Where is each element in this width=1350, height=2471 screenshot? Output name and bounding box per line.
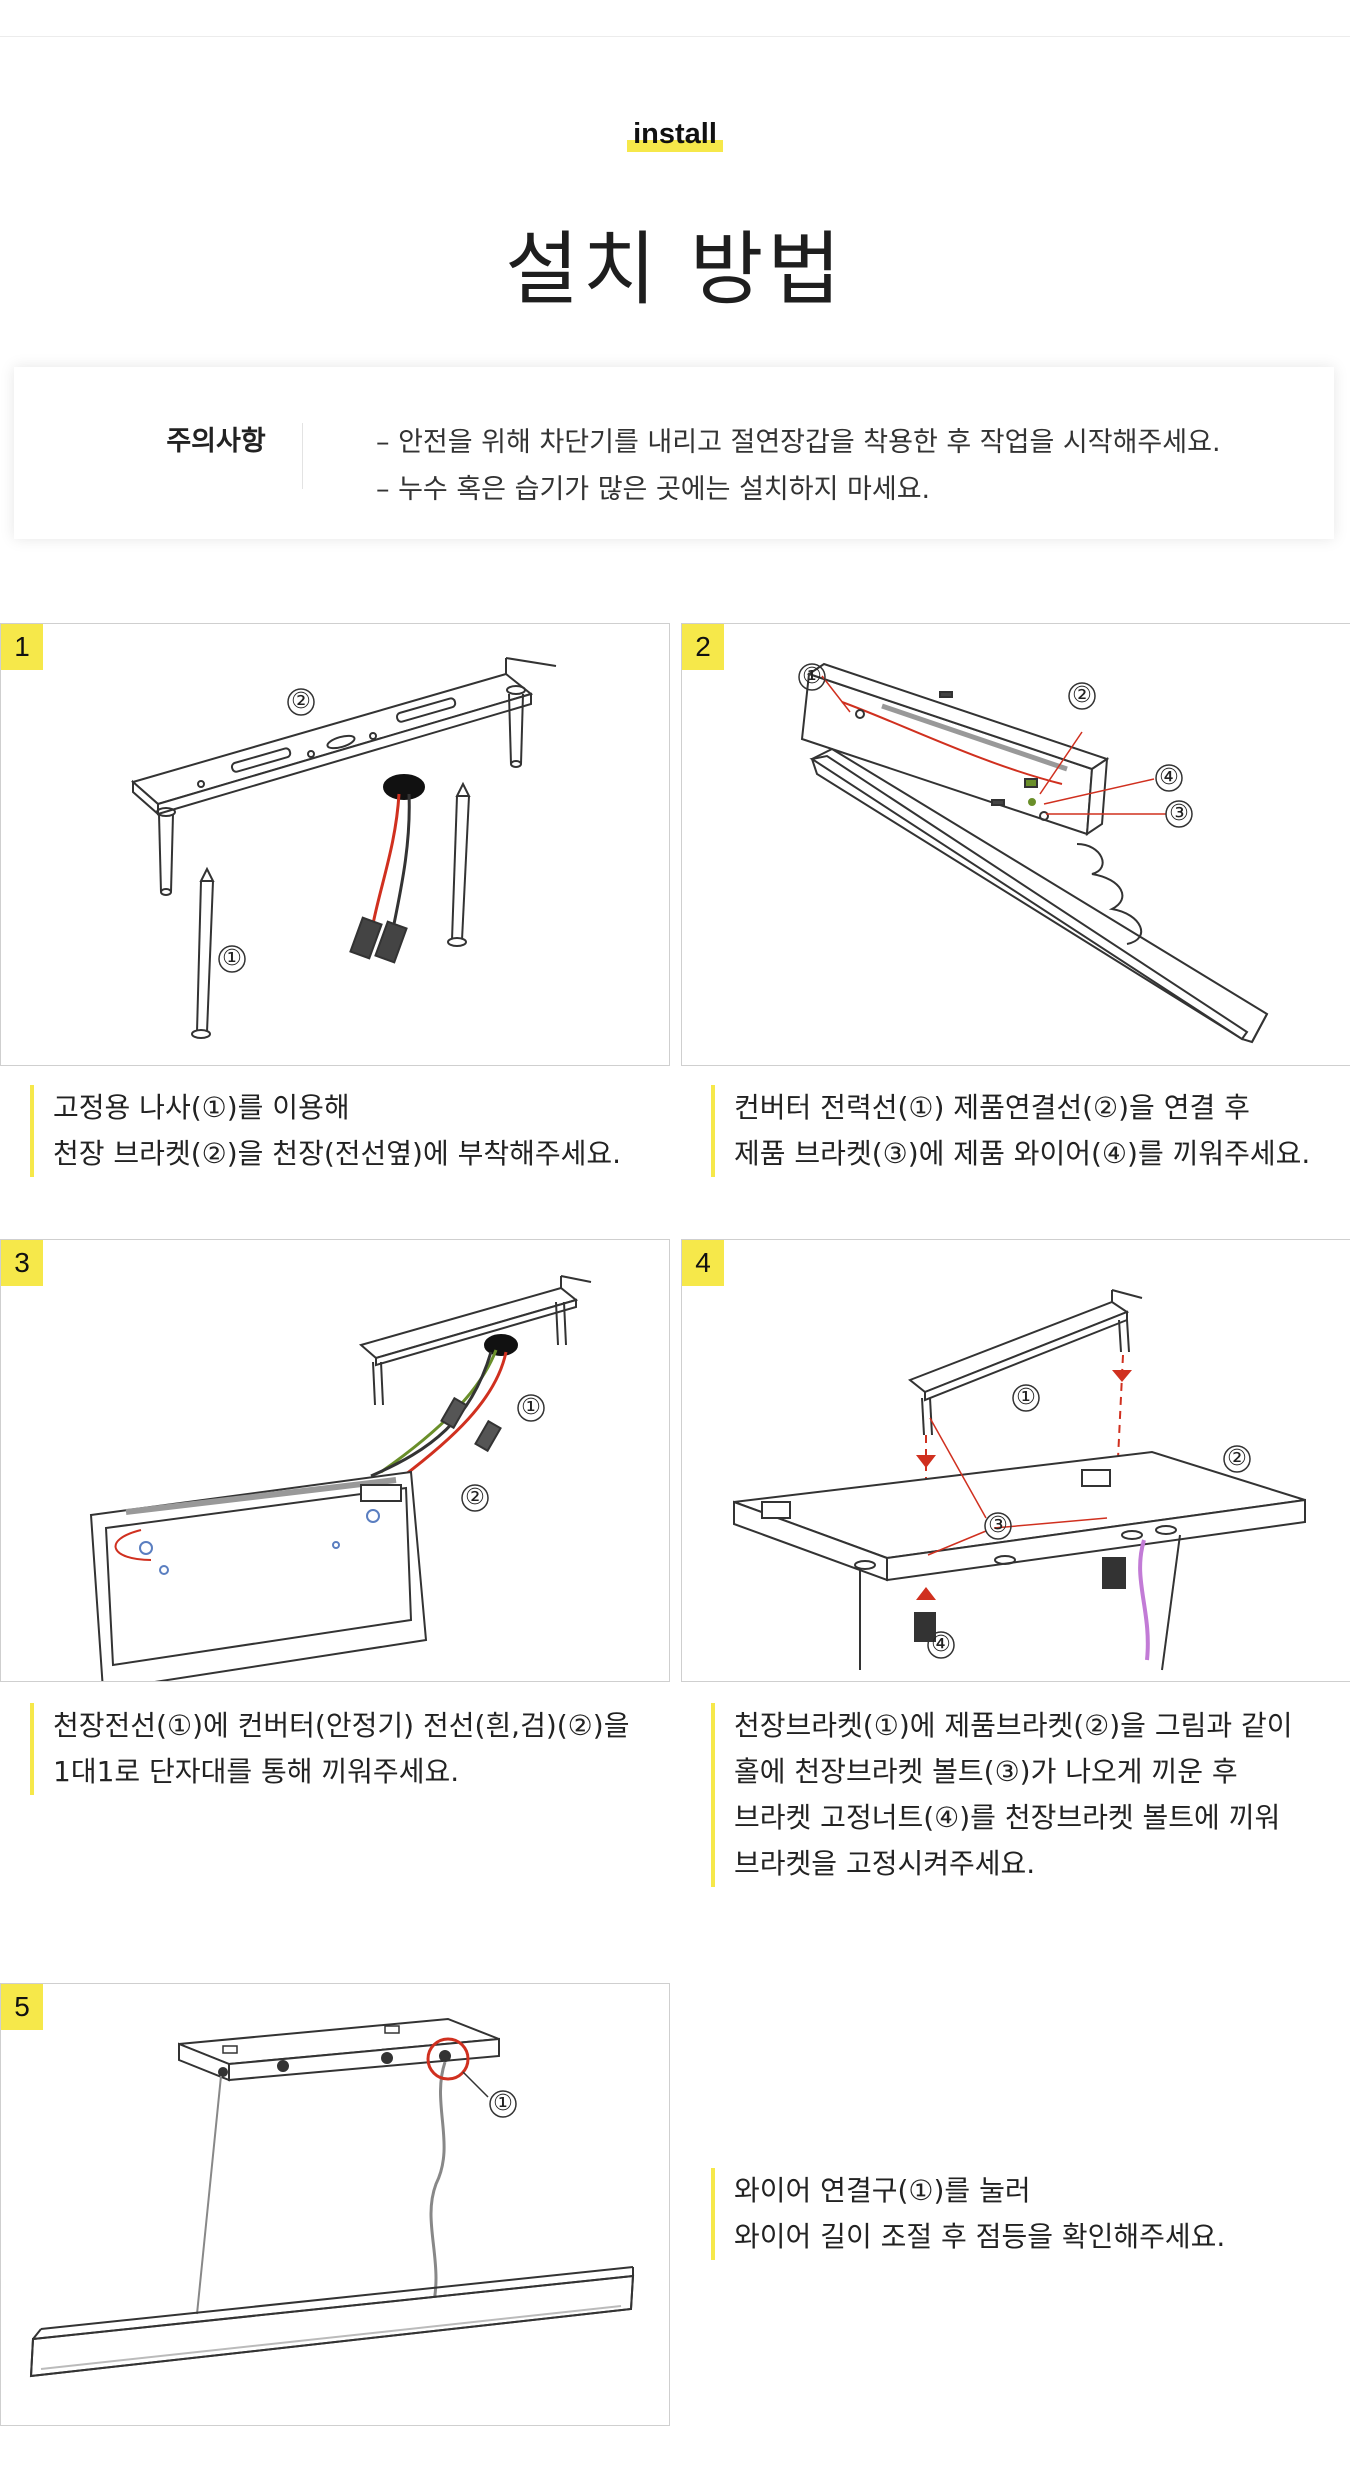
caption-line: 와이어 연결구(①)를 눌러 <box>734 2174 1031 2207</box>
step-4-caption: 천장브라켓(①)에 제품브라켓(②)을 그림과 같이 홀에 천장브라켓 볼트(③… <box>711 1703 1293 1887</box>
marker: ② <box>465 1485 485 1510</box>
marker: ④ <box>1159 765 1179 790</box>
marker: ① <box>493 2091 513 2116</box>
step-1-card: 1 ② ① <box>0 623 670 1066</box>
caption-line: 브라켓을 고정시켜주세요. <box>734 1847 1036 1880</box>
notice-box: 주의사항 – 안전을 위해 차단기를 내리고 절연장갑을 착용한 후 작업을 시… <box>14 367 1334 539</box>
step-4-card: 4 ① ② ③ ④ <box>681 1239 1350 1682</box>
step-2-caption: 컨버터 전력선(①) 제품연결선(②)을 연결 후 제품 브라켓(③)에 제품 … <box>711 1085 1310 1177</box>
step-3-card: 3 ① ② <box>0 1239 670 1682</box>
step-5-caption: 와이어 연결구(①)를 눌러 와이어 길이 조절 후 점등을 확인해주세요. <box>711 2168 1225 2260</box>
step-1-illustration <box>130 657 557 1039</box>
caption-line: 브라켓 고정너트(④)를 천장브라켓 볼트에 끼워 <box>734 1801 1281 1834</box>
marker: ① <box>802 664 822 689</box>
notice-line: – 누수 혹은 습기가 많은 곳에는 설치하지 마세요. <box>376 474 931 505</box>
step-number: 4 <box>682 1240 724 1286</box>
caption-line: 1대1로 단자대를 통해 끼워주세요. <box>53 1755 460 1788</box>
caption-line: 홀에 천장브라켓 볼트(③)가 나오게 끼운 후 <box>734 1755 1238 1788</box>
marker: ③ <box>1169 801 1189 826</box>
step-2-illustration <box>798 662 1269 1044</box>
page-title: 설치 방법 <box>505 223 845 316</box>
step-number: 5 <box>1 1984 43 2030</box>
step-5-illustration <box>29 2017 635 2378</box>
marker: ① <box>222 946 242 971</box>
notice-line: – 안전을 위해 차단기를 내리고 절연장갑을 착용한 후 작업을 시작해주세요… <box>376 427 1221 458</box>
step-3-caption: 천장전선(①)에 컨버터(안정기) 전선(흰,검)(②)을 1대1로 단자대를 … <box>30 1703 629 1795</box>
step-1-caption: 고정용 나사(①)를 이용해 천장 브라켓(②)을 천장(전선옆)에 부착해주세… <box>30 1085 621 1177</box>
marker: ① <box>1016 1385 1036 1410</box>
step-3-illustration <box>89 1275 592 1681</box>
caption-line: 천장전선(①)에 컨버터(안정기) 전선(흰,검)(②)을 <box>53 1709 630 1742</box>
top-divider <box>0 36 1350 37</box>
notice-label: 주의사항 <box>166 426 266 457</box>
marker: ③ <box>988 1513 1008 1538</box>
marker: ④ <box>931 1632 951 1657</box>
notice-divider <box>302 423 303 489</box>
step-number: 1 <box>1 624 43 670</box>
step-4-illustration <box>733 1289 1306 1671</box>
marker: ② <box>1227 1446 1247 1471</box>
step-number: 2 <box>682 624 724 670</box>
caption-line: 천장 브라켓(②)을 천장(전선옆)에 부착해주세요. <box>53 1137 622 1170</box>
section-tag: install <box>0 118 1350 152</box>
marker: ② <box>1072 683 1092 708</box>
marker: ② <box>291 689 311 714</box>
caption-line: 고정용 나사(①)를 이용해 <box>53 1091 350 1124</box>
step-5-card: 5 ① <box>0 1983 670 2426</box>
marker: ① <box>521 1395 541 1420</box>
caption-line: 컨버터 전력선(①) 제품연결선(②)을 연결 후 <box>734 1091 1250 1124</box>
caption-line: 천장브라켓(①)에 제품브라켓(②)을 그림과 같이 <box>734 1709 1293 1742</box>
step-number: 3 <box>1 1240 43 1286</box>
notice-lines: – 안전을 위해 차단기를 내리고 절연장갑을 착용한 후 작업을 시작해주세요… <box>376 419 1221 513</box>
step-2-card: 2 ① ② ④ ③ <box>681 623 1350 1066</box>
caption-line: 와이어 길이 조절 후 점등을 확인해주세요. <box>734 2220 1226 2253</box>
caption-line: 제품 브라켓(③)에 제품 와이어(④)를 끼워주세요. <box>734 1137 1311 1170</box>
